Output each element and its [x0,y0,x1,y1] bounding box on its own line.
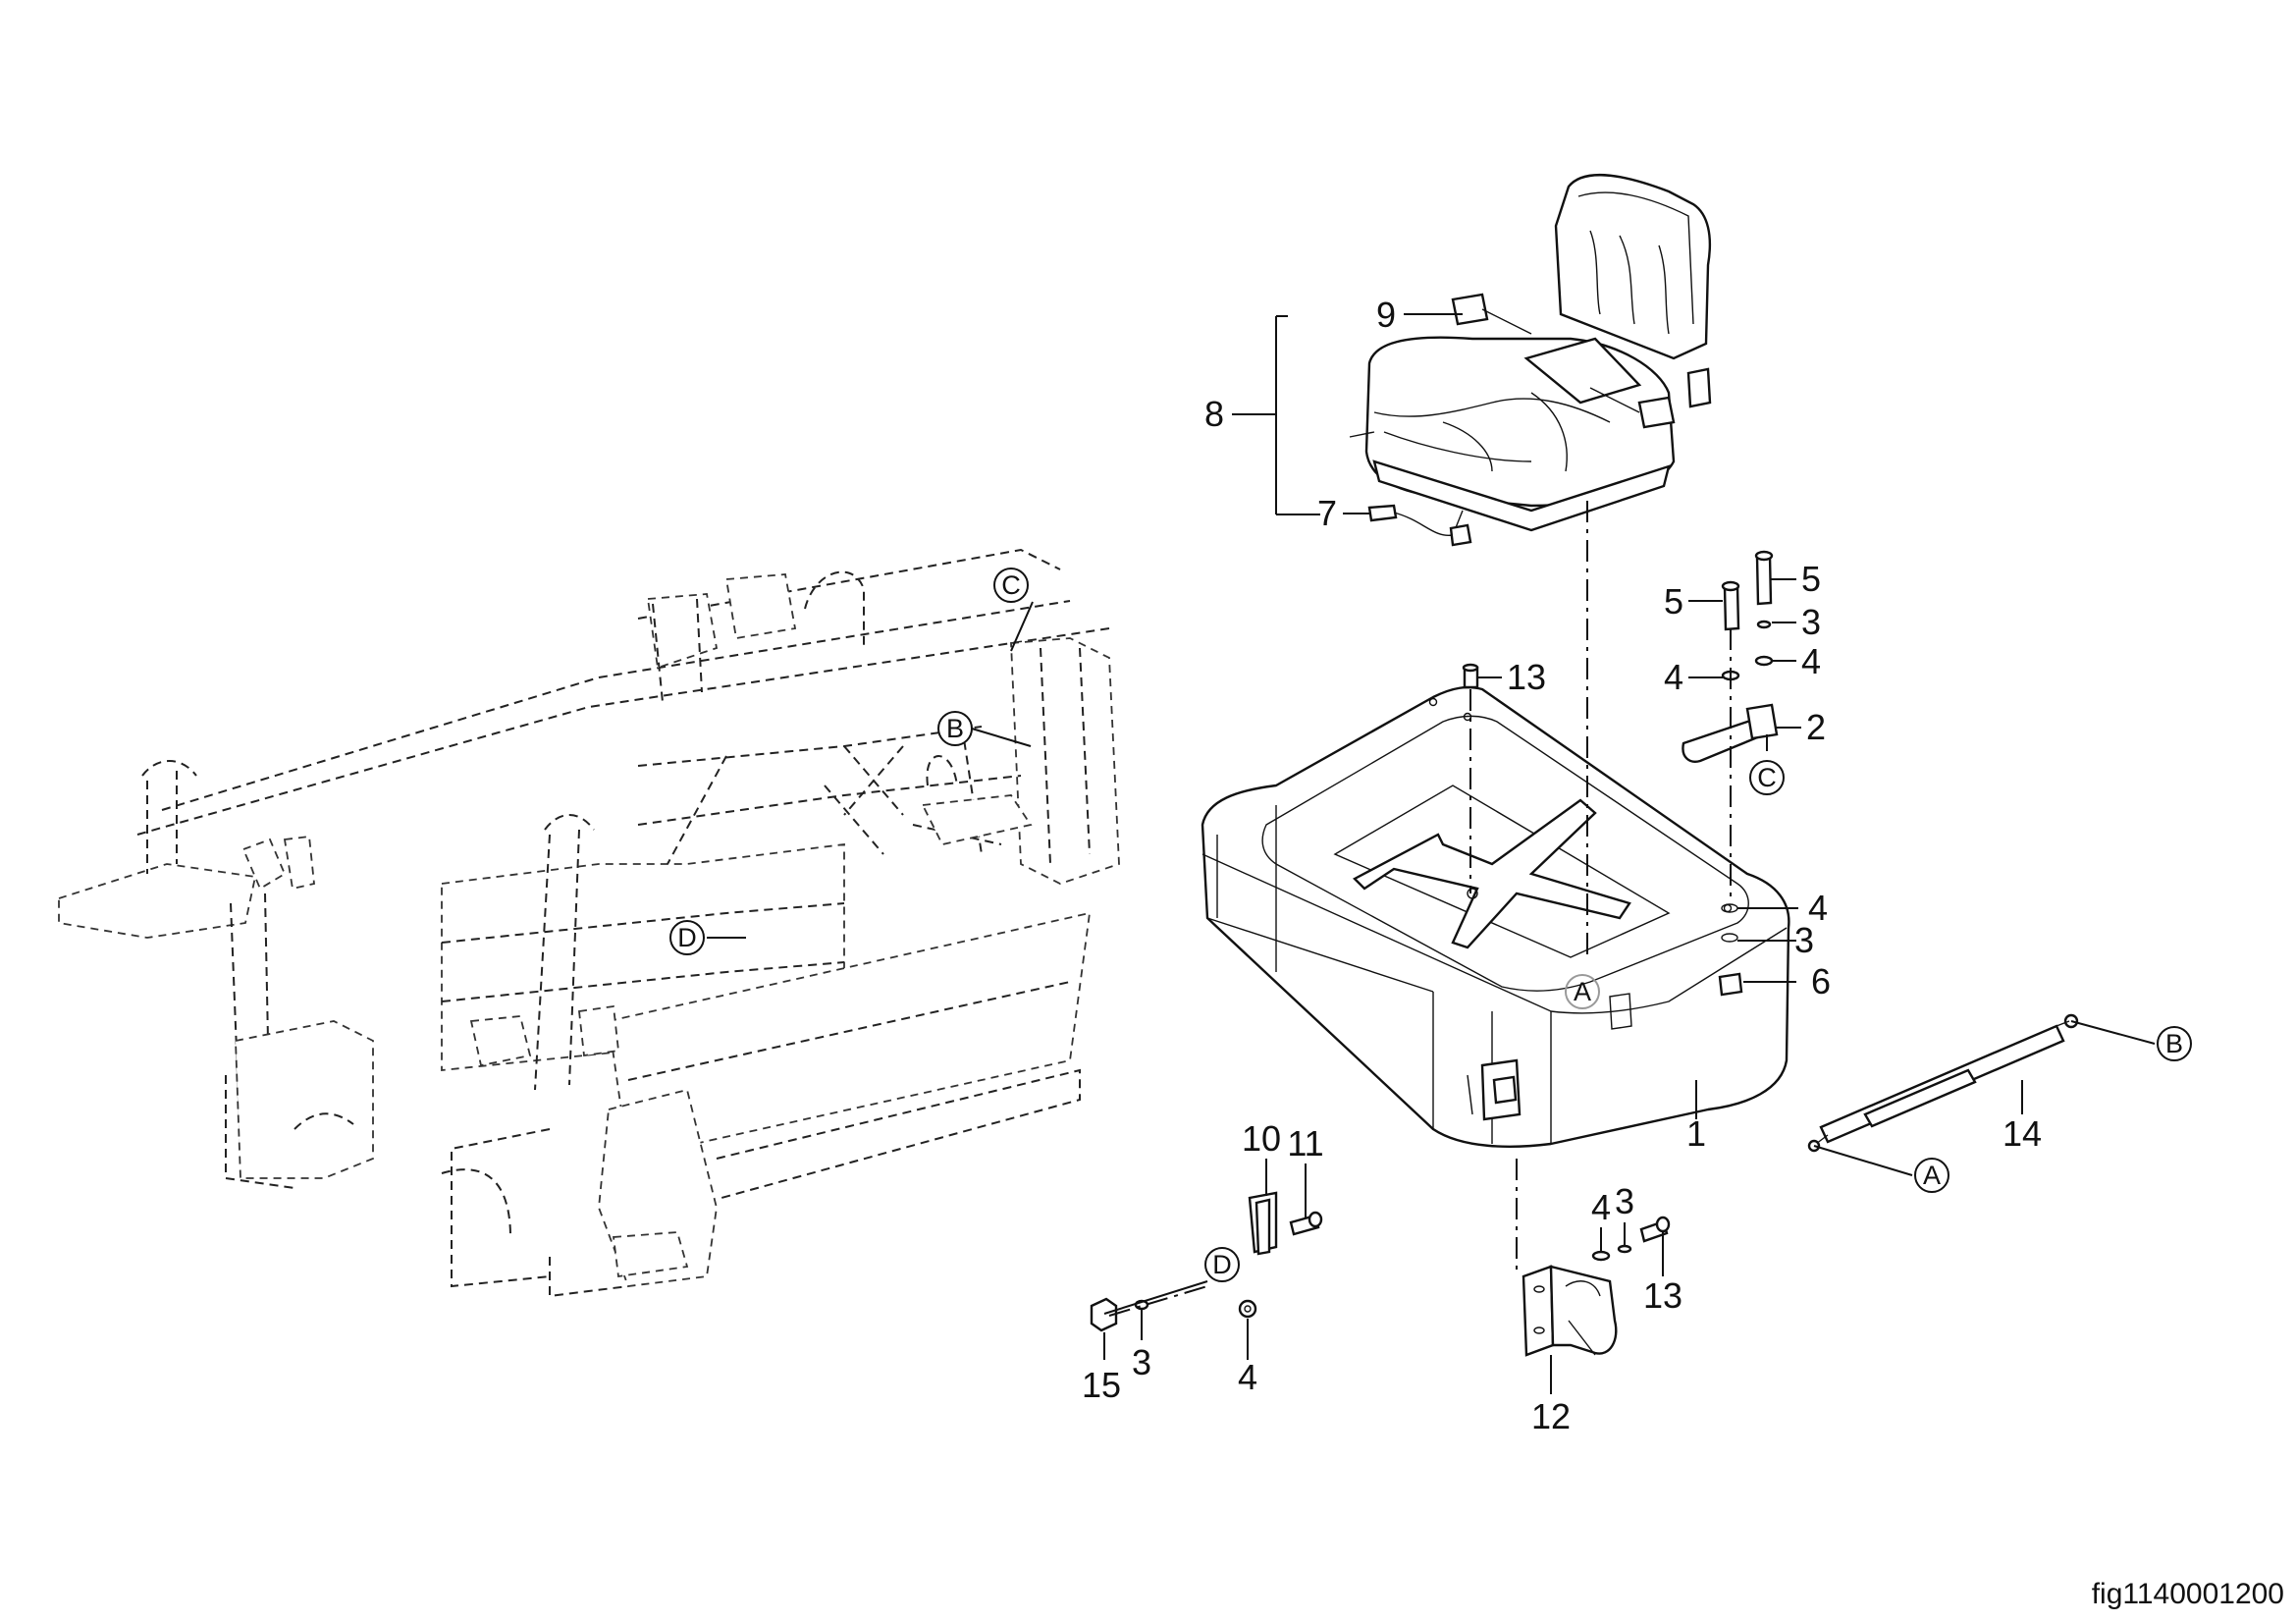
circle-ref-d-bracket: D [1204,1247,1240,1282]
svg-text:A: A [1923,1161,1941,1190]
figure-id: fig1140001200 [2092,1578,2284,1610]
callout-4e: 4 [1238,1357,1257,1397]
callout-12: 12 [1531,1396,1571,1436]
hinge-icon [1462,550,1779,763]
callout-4c: 4 [1808,888,1828,928]
svg-text:D: D [677,923,697,952]
callout-5a: 5 [1801,559,1821,599]
callout-4b: 4 [1664,657,1683,697]
callout-10: 10 [1242,1118,1281,1159]
operator-seat-icon [1349,174,1712,547]
bracket-hardware-icon [1090,1191,1323,1332]
callouts: 9 8 7 5 5 3 4 4 13 2 4 3 6 1 14 10 11 4 … [1082,295,2042,1436]
circle-ref-d-frame: D [669,920,705,955]
callout-3b: 3 [1794,920,1814,960]
callout-4d: 4 [1591,1187,1611,1227]
svg-text:B: B [2165,1029,2183,1058]
circle-ref-c-hinge: C [1749,760,1785,795]
callout-14: 14 [2002,1113,2042,1154]
callout-2: 2 [1806,707,1826,747]
circle-ref-a-hood: A [1565,974,1600,1009]
callout-5b: 5 [1664,581,1683,622]
svg-text:A: A [1574,977,1591,1006]
callout-11: 11 [1287,1123,1323,1163]
circle-ref-b-strut: B [2157,1026,2192,1061]
svg-text:C: C [1001,570,1021,600]
circle-ref-c-frame: C [993,568,1029,603]
hood-icon [1201,685,1790,1148]
callout-3d: 3 [1132,1342,1151,1382]
callout-13a: 13 [1507,657,1546,697]
callout-8: 8 [1204,394,1224,434]
callout-4a: 4 [1801,641,1821,681]
leader-lines [707,313,2156,1394]
svg-text:B: B [946,714,964,743]
svg-text:C: C [1757,763,1777,792]
callout-6: 6 [1811,961,1831,1001]
chassis-frame-icon [58,548,1120,1298]
callout-7: 7 [1317,493,1337,533]
latch-bracket-icon [1522,1216,1671,1357]
callout-13b: 13 [1643,1275,1682,1316]
circle-ref-b-frame: B [937,711,973,746]
callout-3c: 3 [1615,1181,1634,1221]
callout-15: 15 [1082,1365,1121,1405]
assembly-axes [1108,501,1732,1317]
callout-3a: 3 [1801,602,1821,642]
callout-1: 1 [1686,1113,1706,1154]
svg-text:D: D [1212,1250,1232,1279]
callout-9: 9 [1376,295,1396,335]
circle-ref-a-strut: A [1914,1158,1949,1193]
